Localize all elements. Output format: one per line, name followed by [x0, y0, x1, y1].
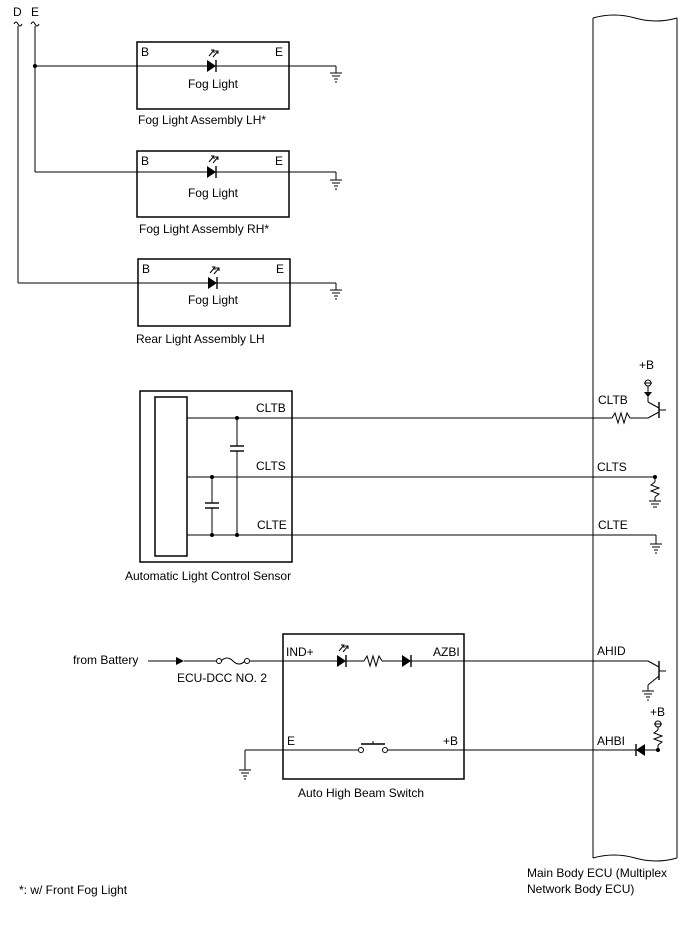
- ecu-pin-cltb: CLTB: [598, 393, 628, 407]
- fog-rh-box: [136, 150, 290, 218]
- rear-lh-caption: Rear Light Assembly LH: [136, 332, 265, 346]
- rear-light-assembly-lh: B E Fog Light Rear Light Assembly LH: [136, 258, 342, 346]
- switch-pin-azbi: AZBI: [433, 645, 460, 659]
- ecu-pin-ahbi: AHBI: [597, 734, 625, 748]
- ecu-pin-ahid: AHID: [597, 644, 626, 658]
- switch-caption: Auto High Beam Switch: [298, 786, 424, 800]
- led-icon: [207, 155, 219, 178]
- connector-e-label: E: [31, 5, 39, 19]
- battery-feed: from Battery ECU-DCC NO. 2: [73, 653, 283, 685]
- automatic-light-control-sensor: Automatic Light Control Sensor CLTB CLTS…: [125, 390, 656, 583]
- from-battery-label: from Battery: [73, 653, 138, 667]
- sensor-pin-clte: CLTE: [257, 518, 287, 532]
- led-icon: [208, 266, 220, 289]
- fog-rh-pin-e: E: [275, 154, 283, 168]
- resistor-ground-icon: [649, 475, 661, 508]
- fog-lh-box: [136, 41, 290, 110]
- transistor-icon: [647, 397, 666, 419]
- fog-rh-pin-b: B: [141, 154, 149, 168]
- ecu-plus-b-top: +B: [639, 358, 654, 372]
- led-icon: [207, 49, 219, 72]
- ground-icon: [330, 66, 342, 83]
- connector-d-label: D: [13, 5, 22, 19]
- led-icon: [337, 644, 349, 667]
- ecu-caption-line1: Main Body ECU (Multiplex: [527, 866, 667, 880]
- junction-dot: [33, 64, 37, 68]
- sensor-pin-clts: CLTS: [256, 459, 286, 473]
- supply-terminal-icon: [652, 720, 664, 752]
- capacitor-icon: [230, 416, 244, 537]
- fuse-icon: [216, 657, 250, 665]
- rear-lh-box: [137, 258, 291, 327]
- rear-lh-pin-e: E: [276, 262, 284, 276]
- rear-lh-pin-b: B: [142, 262, 150, 276]
- main-body-ecu: Main Body ECU (Multiplex Network Body EC…: [527, 14, 678, 896]
- ground-icon: [239, 750, 251, 780]
- fog-light-assembly-rh: B E Fog Light Fog Light Assembly RH*: [136, 150, 342, 236]
- fog-rh-caption: Fog Light Assembly RH*: [139, 222, 269, 236]
- ecu-top-break: [592, 14, 678, 22]
- ecu-sensor-interface: CLTB CLTS CLTE +B: [597, 358, 666, 554]
- capacitor-icon: [205, 475, 219, 537]
- arrow-right-icon: [176, 657, 184, 665]
- transistor-icon: [647, 660, 666, 686]
- switch-pin-e: E: [287, 734, 295, 748]
- supply-terminal-icon: [644, 379, 652, 397]
- connector-d-break-icon: [13, 21, 23, 27]
- switch-box: [282, 633, 465, 780]
- fog-lh-pin-e: E: [275, 45, 283, 59]
- resistor-icon: [611, 411, 631, 425]
- connector-e-break-icon: [30, 21, 40, 27]
- fog-lh-caption: Fog Light Assembly LH*: [138, 113, 266, 127]
- footnote: *: w/ Front Fog Light: [19, 883, 128, 897]
- ecu-pin-clts: CLTS: [597, 460, 627, 474]
- ecu-plus-b-bottom: +B: [650, 705, 665, 719]
- auto-high-beam-switch: IND+ AZBI E +B Auto High Beam Switch: [282, 633, 465, 800]
- ground-icon: [642, 685, 654, 701]
- diode-icon: [635, 744, 645, 756]
- ground-icon: [330, 283, 342, 300]
- fuse-label: ECU-DCC NO. 2: [177, 671, 267, 685]
- ecu-bottom-break: [592, 854, 678, 862]
- switch-contact-icon: [358, 741, 388, 753]
- sensor-caption: Automatic Light Control Sensor: [125, 569, 291, 583]
- fog-light-assembly-lh: B E Fog Light Fog Light Assembly LH*: [136, 41, 342, 127]
- switch-pin-ind: IND+: [286, 645, 314, 659]
- switch-pin-plus-b: +B: [443, 734, 458, 748]
- sensor-element: [154, 396, 188, 557]
- resistor-icon: [363, 654, 383, 668]
- rear-lh-lamp-label: Fog Light: [188, 293, 239, 307]
- fog-rh-lamp-label: Fog Light: [188, 186, 239, 200]
- ecu-pin-clte: CLTE: [598, 518, 628, 532]
- ground-icon: [650, 535, 662, 554]
- ecu-caption-line2: Network Body ECU): [527, 882, 634, 896]
- fog-lh-pin-b: B: [141, 45, 149, 59]
- fog-lh-lamp-label: Fog Light: [188, 77, 239, 91]
- ground-icon: [330, 172, 342, 190]
- sensor-pin-cltb: CLTB: [256, 401, 286, 415]
- diode-icon: [402, 655, 412, 667]
